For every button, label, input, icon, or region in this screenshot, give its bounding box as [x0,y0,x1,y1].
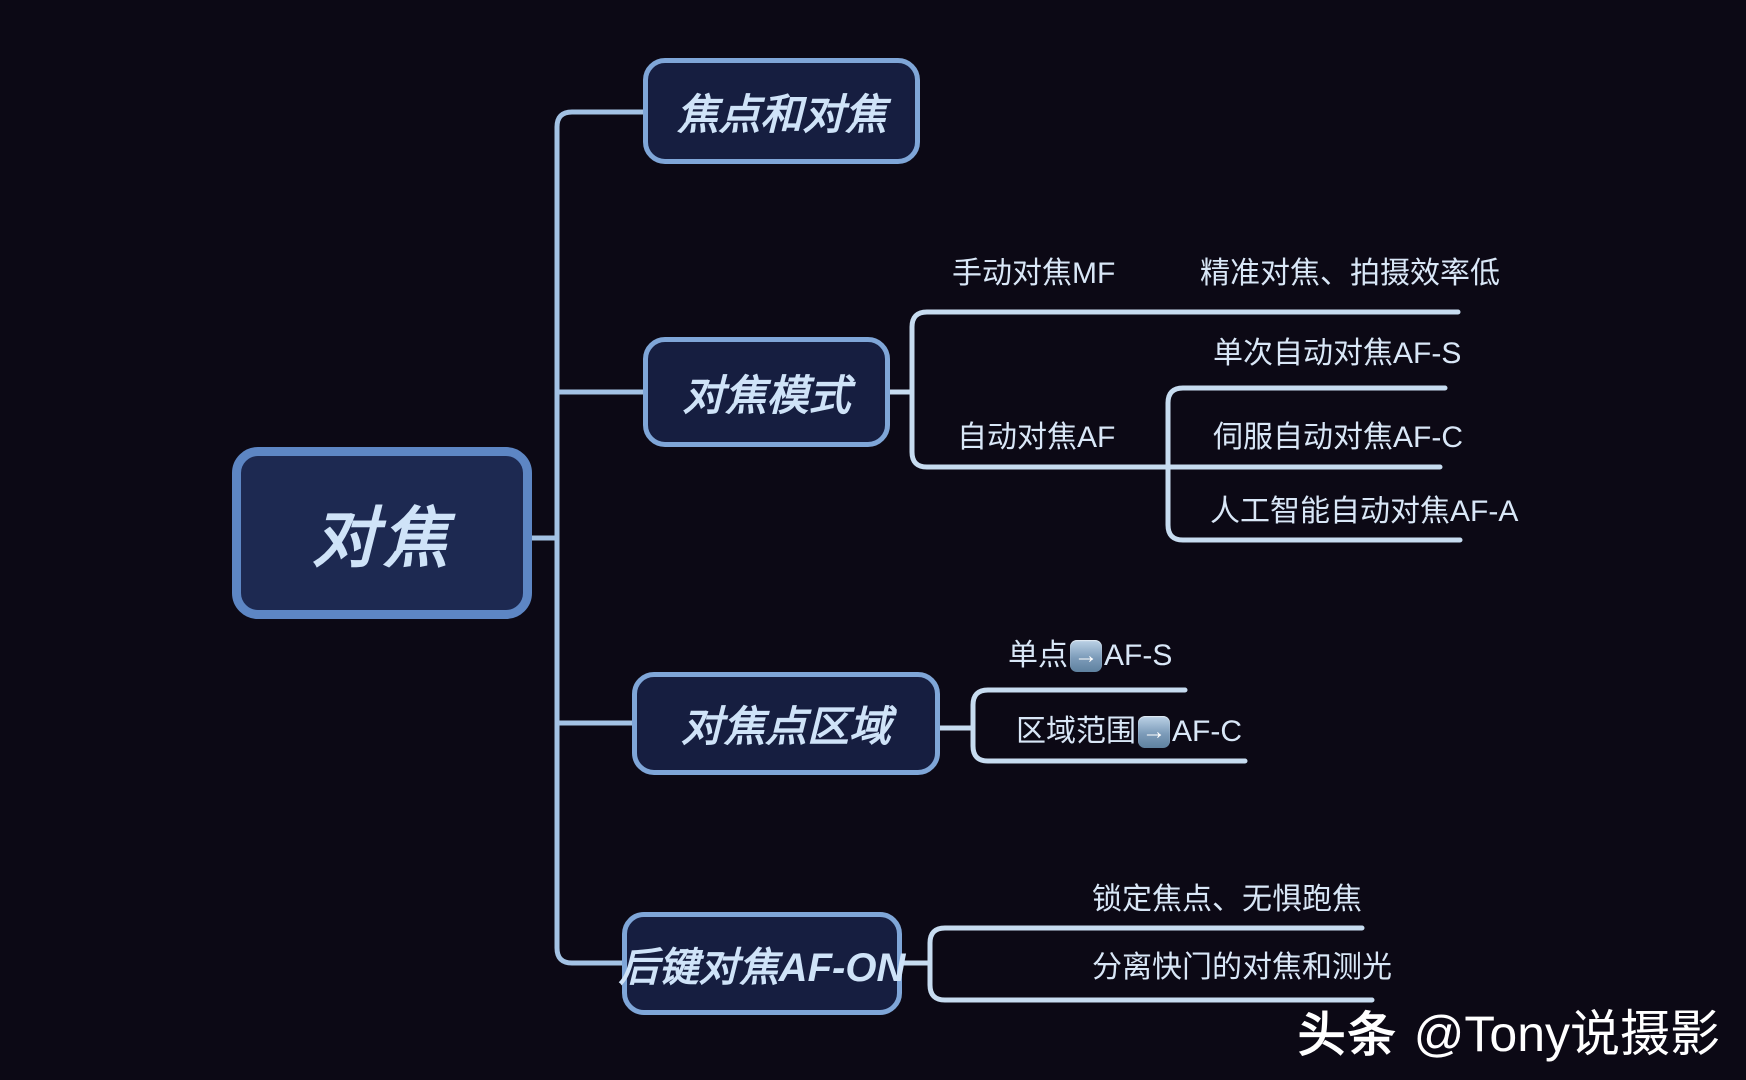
focus-mode-branch-lines [887,309,1463,543]
subtopic-label: 锁定焦点、无惧跑焦 [1092,883,1362,916]
focus-area-branch-lines [937,687,1248,764]
watermark: 头条 @Tony说摄影 [1298,994,1720,1066]
subtopic-auto-focus-af[interactable]: 自动对焦AF [957,420,1115,456]
subtopic-label: 单次自动对焦AF-S [1213,337,1462,370]
subtopic-label-suffix: AF-C [1172,715,1242,748]
subtopic-servo-af-c[interactable]: 伺服自动对焦AF-C [1213,420,1463,456]
subtopic-label: 人工智能自动对焦AF-A [1210,495,1519,528]
subtopic-separate-shutter[interactable]: 分离快门的对焦和测光 [1092,950,1392,986]
watermark-brand: 头条 [1297,1009,1398,1062]
subtopic-label: 精准对焦、拍摄效率低 [1200,257,1500,290]
root-topic-focus[interactable]: 对焦 [232,447,532,619]
subtopic-label-suffix: AF-S [1104,639,1173,672]
root-topic-label: 对焦 [312,501,452,575]
subtopic-label: 伺服自动对焦AF-C [1213,421,1463,454]
subtopic-label: 手动对焦MF [952,257,1116,290]
subtopic-manual-focus-mf[interactable]: 手动对焦MF [952,256,1115,292]
subtopic-ai-af-a[interactable]: 人工智能自动对焦AF-A [1210,494,1518,530]
spine-path [554,109,646,966]
topic-label: 对焦模式 [682,371,851,419]
topic-label: 对焦点区域 [680,703,891,750]
subtopic-label-prefix: 单点 [1008,639,1068,672]
af-sub-bracket [1165,385,1463,543]
topic-focus-mode[interactable]: 对焦模式 [643,337,890,447]
topic-back-button-focus[interactable]: 后键对焦AF-ON [619,912,905,1015]
watermark-handle: @Tony说摄影 [1413,1006,1720,1062]
subtopic-manual-focus-note[interactable]: 精准对焦、拍摄效率低 [1200,256,1500,292]
main-spine [529,109,646,966]
topic-label: 焦点和对焦 [676,90,887,138]
subtopic-zone-af-c[interactable]: 区域范围 → AF-C [1016,714,1242,750]
subtopic-single-point-af-s[interactable]: 单点 → AF-S [1008,638,1172,674]
topic-focal-point-and-focus[interactable]: 焦点和对焦 [643,58,920,164]
topic-label: 后键对焦AF-ON [618,945,906,990]
right-arrow-icon: → [1138,716,1170,748]
back-button-branch-lines [899,925,1375,1003]
topic-focus-point-area[interactable]: 对焦点区域 [632,672,940,775]
back-button-bracket [927,925,1375,1003]
subtopic-label-prefix: 区域范围 [1016,715,1136,748]
right-arrow-icon: → [1070,640,1102,672]
subtopic-single-af-s[interactable]: 单次自动对焦AF-S [1213,336,1461,372]
subtopic-label: 分离快门的对焦和测光 [1092,951,1392,984]
focus-area-bracket [970,687,1248,764]
subtopic-label: 自动对焦AF [957,421,1116,454]
subtopic-lock-focus[interactable]: 锁定焦点、无惧跑焦 [1092,882,1362,918]
mf-af-bracket [909,309,1461,470]
